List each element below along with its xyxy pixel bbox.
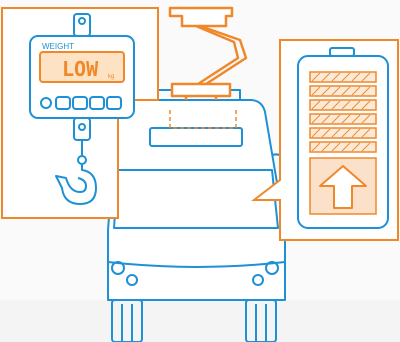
- scale-reading: LOW: [62, 57, 99, 81]
- ground-shade: [0, 300, 400, 342]
- scale-header-label: WEIGHT: [42, 42, 74, 51]
- charging-arrow-icon: [310, 158, 376, 214]
- scale-unit: kg: [108, 74, 114, 80]
